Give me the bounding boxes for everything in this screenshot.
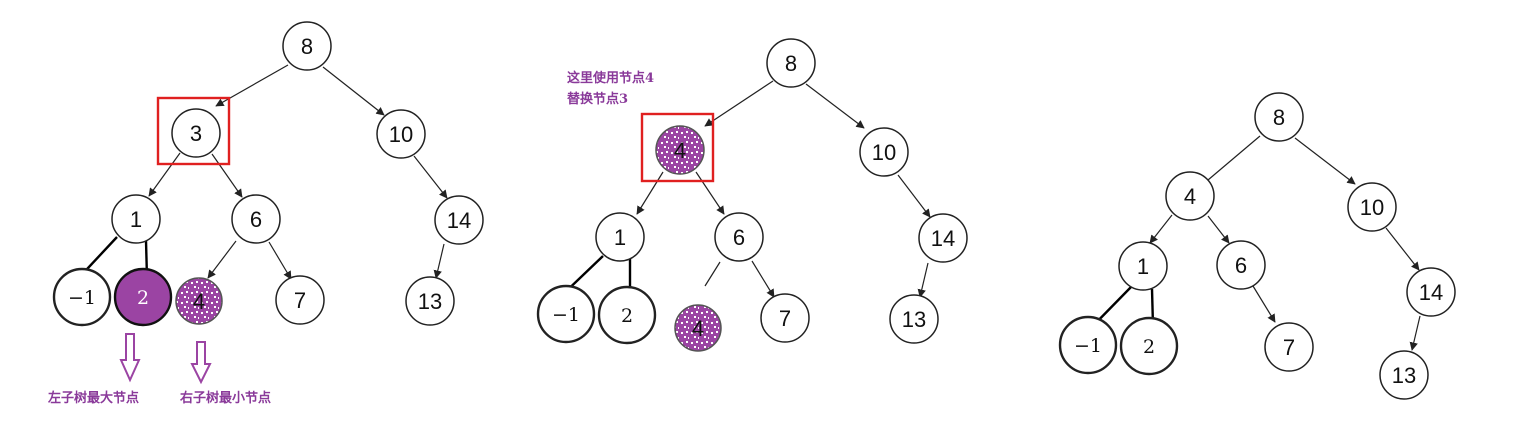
edge-8-10 <box>322 66 385 116</box>
annotation-right-min: 右子树最小节点 <box>179 390 271 406</box>
node-14: 14 <box>1406 267 1456 317</box>
node-label: 8 <box>785 51 797 76</box>
edge-6-7 <box>1252 285 1276 323</box>
node-4-replaced: 4 <box>655 125 705 175</box>
node-label: 1 <box>1137 254 1149 279</box>
node-label: 13 <box>902 307 926 332</box>
down-arrow-icon <box>119 333 141 383</box>
node-7: 7 <box>760 293 810 343</box>
node-label: 7 <box>294 288 306 313</box>
node-label: 10 <box>1360 195 1384 220</box>
node-14: 14 <box>918 213 968 263</box>
node-3: 3 <box>171 108 221 158</box>
node-2-left-max: 2 <box>113 267 173 327</box>
edge-6-detached <box>704 261 721 287</box>
node-label: 8 <box>1273 105 1285 130</box>
node-10: 10 <box>1347 182 1397 232</box>
tree-1: 8 3 10 1 6 14 −1 2 <box>48 21 484 406</box>
node-4: 4 <box>1165 171 1215 221</box>
node-1: 1 <box>1118 241 1168 291</box>
node-13: 13 <box>1379 350 1429 400</box>
edge-4-1 <box>636 171 664 215</box>
edge-8-10 <box>805 83 865 129</box>
node-label: 10 <box>389 122 413 147</box>
node-label: 14 <box>931 226 955 251</box>
node-label: 6 <box>733 225 745 250</box>
annotation-replace-line-2: 替换节点3 <box>567 91 628 107</box>
node-label: 3 <box>190 121 202 146</box>
node-label: 10 <box>872 140 896 165</box>
edge-8-3 <box>215 64 289 107</box>
node-label: 4 <box>674 138 686 163</box>
node-label: 2 <box>1143 336 1155 358</box>
node-minus1: −1 <box>52 267 112 327</box>
node-10: 10 <box>859 127 909 177</box>
node-14: 14 <box>434 195 484 245</box>
node-label: 2 <box>621 305 633 327</box>
edge-14-13 <box>917 262 929 298</box>
node-label: 4 <box>1184 184 1196 209</box>
tree-3: 8 4 10 1 6 14 −1 2 <box>1058 92 1456 400</box>
node-2: 2 <box>1119 316 1179 376</box>
node-label: 4 <box>193 289 205 314</box>
node-label: 14 <box>447 208 471 233</box>
node-1: 1 <box>111 194 161 244</box>
node-label: −1 <box>1074 335 1102 357</box>
node-label: 7 <box>779 306 791 331</box>
node-8: 8 <box>1254 92 1304 142</box>
edge-8-4 <box>1207 135 1261 181</box>
annotation-left-max: 左子树最大节点 <box>48 390 139 406</box>
highlight-box-node-3 <box>156 96 231 166</box>
node-10: 10 <box>376 109 426 159</box>
node-label: 13 <box>418 289 442 314</box>
tree-2: 这里使用节点4 替换节点3 8 4 10 1 <box>536 38 968 352</box>
node-6: 6 <box>231 194 281 244</box>
node-7: 7 <box>275 275 325 325</box>
edge-10-14 <box>413 155 448 199</box>
edge-14-13 <box>1409 315 1421 351</box>
node-6: 6 <box>1216 240 1266 290</box>
node-label: 4 <box>692 316 704 341</box>
node-label: 6 <box>250 207 262 232</box>
edge-6-7 <box>268 241 292 280</box>
edge-14-13 <box>433 243 445 279</box>
node-1: 1 <box>595 212 645 262</box>
edge-3-6 <box>211 153 243 198</box>
node-label: 1 <box>130 207 142 232</box>
edge-10-14 <box>897 174 931 218</box>
node-8: 8 <box>766 38 816 88</box>
node-2: 2 <box>597 285 657 345</box>
node-6: 6 <box>714 212 764 262</box>
node-4-right-min: 4 <box>175 277 223 325</box>
edge-10-14 <box>1385 227 1420 271</box>
edge-4-6 <box>695 171 725 215</box>
edge-3-1 <box>148 152 181 197</box>
node-8: 8 <box>282 21 332 71</box>
node-7: 7 <box>1264 322 1314 372</box>
node-13: 13 <box>889 294 939 344</box>
node-label: 13 <box>1392 363 1416 388</box>
node-label: 14 <box>1419 280 1443 305</box>
node-label: 1 <box>614 225 626 250</box>
edge-6-7 <box>751 260 775 298</box>
edge-8-4 <box>704 80 774 127</box>
node-label: 6 <box>1235 253 1247 278</box>
node-label: 2 <box>137 287 149 309</box>
node-label: −1 <box>68 287 96 309</box>
down-arrow-icon <box>190 341 212 385</box>
node-minus1: −1 <box>536 284 596 344</box>
node-13: 13 <box>405 276 455 326</box>
edge-8-10 <box>1294 137 1356 185</box>
edge-4-1 <box>1149 214 1173 244</box>
annotation-replace-line-1: 这里使用节点4 <box>567 70 654 86</box>
node-label: 8 <box>301 34 313 59</box>
node-label: 7 <box>1283 335 1295 360</box>
node-4-moved: 4 <box>674 304 722 352</box>
edge-4-6 <box>1207 215 1230 244</box>
edge-6-4 <box>207 240 237 279</box>
highlight-box-node-4 <box>640 112 715 183</box>
node-label: −1 <box>552 304 580 326</box>
node-minus1: −1 <box>1058 315 1118 375</box>
